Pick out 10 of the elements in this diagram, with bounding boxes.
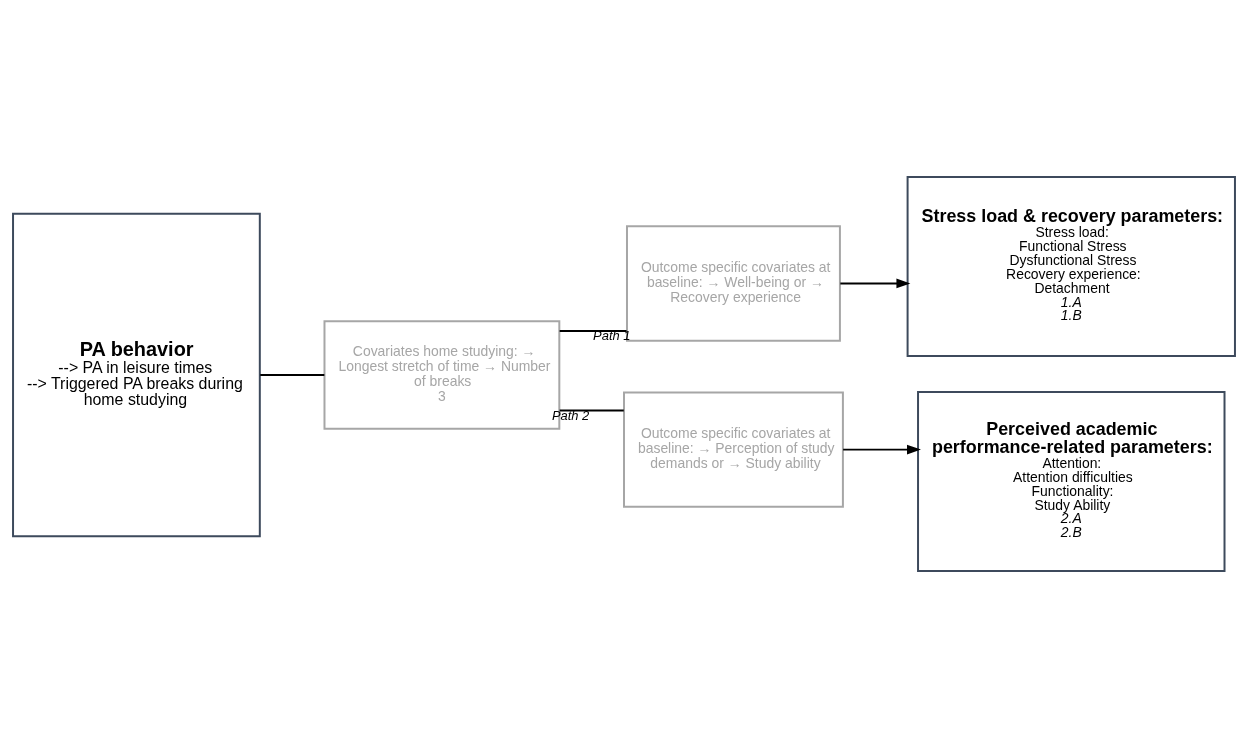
connector [558, 409, 625, 412]
connector [259, 373, 326, 376]
arrow [839, 278, 911, 288]
connector [558, 329, 628, 332]
node-box: PA behavior --> PA in leisure times --> Triggered PA breaks during home studying [12, 212, 261, 537]
arrow [842, 444, 921, 454]
node-box: Perceived academic performance-related parameters: Attention: Attention difficulties Functionality: Study Ability 2.A 2.B [917, 390, 1226, 572]
node-box: Outcome specific covariates at baseline: → Perception of study demands or → Study ability [623, 390, 844, 508]
node-box: Stress load & recovery parameters: Stress load: Functional Stress Dysfunctional Stress Recovery experience: Detachment 1.A 1.B [906, 175, 1236, 357]
edge-label: Path 2 [551, 407, 590, 423]
